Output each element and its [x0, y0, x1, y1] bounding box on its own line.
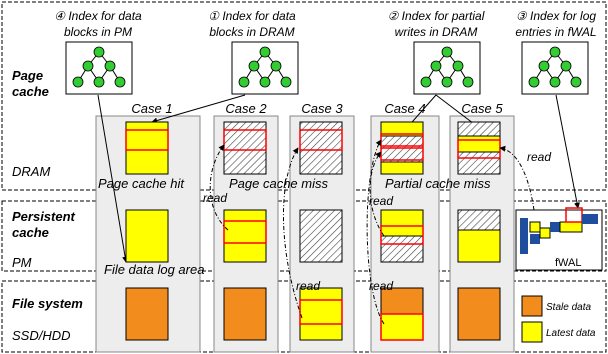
tree-node — [570, 76, 582, 88]
read-label-case4-b: read — [369, 279, 393, 293]
case-label-3: Case 3 — [301, 101, 343, 116]
case2-pm-highlight — [223, 220, 267, 244]
tree-node — [528, 76, 540, 88]
case5-dram-mid — [457, 135, 501, 153]
file-data-log-area-text: File data log area — [104, 262, 204, 277]
case-label-1: Case 1 — [131, 101, 172, 116]
index-label-pm-line1: ④ Index for data — [54, 9, 142, 23]
page-cache-miss-text: Page cache miss — [229, 176, 328, 191]
index-tree-dram-icon — [231, 41, 299, 95]
tree-node — [441, 76, 453, 88]
tree-node — [72, 76, 84, 88]
case-label-2: Case 2 — [225, 101, 267, 116]
partial-cache-miss-text: Partial cache miss — [385, 176, 491, 191]
tree-node — [114, 76, 126, 88]
case5-dram-top — [457, 121, 501, 137]
case5-pm-bottom — [457, 229, 501, 263]
tree-node — [238, 76, 250, 88]
layer-persistent-line1: Persistent — [12, 209, 76, 224]
tree-node — [280, 76, 292, 88]
read-label-case2: read — [203, 191, 227, 205]
legend-stale-label: Stale data — [546, 302, 591, 313]
pointer-arrow-log — [555, 94, 580, 209]
index-label-log-line2: entries in fWAL — [515, 25, 596, 39]
layer-pm-label: PM — [12, 255, 32, 270]
tree-node — [441, 46, 453, 58]
case4-ssd-highlight — [380, 313, 424, 341]
tree-node — [93, 46, 105, 58]
tree-node — [270, 60, 282, 72]
index-label-log-line1: ③ Index for log — [516, 9, 596, 23]
fwal-scroll — [515, 207, 603, 271]
layer-file-system-label: File system — [12, 296, 83, 311]
read-label-case4-a: read — [369, 194, 393, 208]
case1-ssd-block — [125, 287, 169, 341]
read-arrow-case2 — [209, 144, 229, 231]
tree-node — [259, 46, 271, 58]
tree-node — [452, 60, 464, 72]
index-label-pm-line2: blocks in PM — [64, 25, 132, 39]
page-cache-hit-text: Page cache hit — [98, 176, 185, 191]
case5-dram-bottom — [457, 151, 501, 175]
index-tree-partial-icon — [413, 41, 481, 95]
layer-persistent-line2: cache — [12, 225, 49, 240]
tree-node — [259, 76, 271, 88]
index-tree-pm-icon — [65, 41, 133, 95]
pointer-arrow-dram — [151, 94, 246, 124]
fwal-label: fWAL — [555, 257, 582, 269]
case5-pm-top — [457, 209, 501, 231]
case2-dram-highlight — [223, 129, 267, 151]
index-tree-log-icon — [521, 41, 589, 95]
case4-pm-bottom — [380, 235, 424, 263]
tree-node — [248, 60, 260, 72]
index-label-partial-line2: writes in DRAM — [395, 25, 478, 39]
tree-node — [462, 76, 474, 88]
case2-pm-block — [223, 209, 267, 263]
legend-latest-label: Latest data — [546, 328, 596, 339]
index-label-dram-line1: ① Index for data — [208, 9, 296, 23]
read-arrow-case4-b — [366, 139, 385, 325]
tree-node — [420, 76, 432, 88]
layer-ssd-label: SSD/HDD — [12, 328, 71, 343]
layer-page-cache-line2: cache — [12, 84, 49, 99]
pointer-arrow-pm — [97, 94, 129, 263]
tree-node — [430, 60, 442, 72]
legend-stale-swatch — [521, 295, 543, 317]
legend-latest-swatch — [521, 321, 543, 343]
case3-pm-block — [299, 209, 343, 263]
case-label-5: Case 5 — [461, 101, 503, 116]
case-label-4: Case 4 — [384, 101, 425, 116]
case1-pm-block — [125, 209, 169, 263]
tree-node — [549, 76, 561, 88]
case4-dram-hatch — [380, 135, 424, 163]
case1-dram-highlight — [125, 129, 169, 151]
read-arrow-case3 — [283, 147, 303, 319]
read-arrow-case4-a — [369, 151, 385, 237]
tree-node — [82, 60, 94, 72]
tree-node — [560, 60, 572, 72]
case4-pm-highlight — [380, 225, 424, 245]
layer-page-cache-line1: Page — [12, 68, 43, 83]
tree-node — [538, 60, 550, 72]
index-label-dram-line2: blocks in DRAM — [209, 25, 294, 39]
case3-ssd-block — [299, 287, 343, 341]
case3-dram-highlight — [299, 129, 343, 151]
tree-node — [93, 76, 105, 88]
read-arrow-case5 — [499, 145, 535, 211]
case4-pm-top — [380, 209, 424, 237]
case4-dram-bottom — [380, 161, 424, 175]
tree-node — [104, 60, 116, 72]
read-label-case3: read — [296, 279, 320, 293]
read-label-case5: read — [527, 150, 551, 164]
layer-dram-label: DRAM — [12, 164, 50, 179]
index-label-partial-line1: ② Index for partial — [388, 9, 485, 23]
tree-node — [549, 46, 561, 58]
case5-ssd-block — [457, 287, 501, 341]
case4-ssd-bottom — [380, 313, 424, 341]
case4-ssd-top — [380, 287, 424, 315]
case2-ssd-block — [223, 287, 267, 341]
